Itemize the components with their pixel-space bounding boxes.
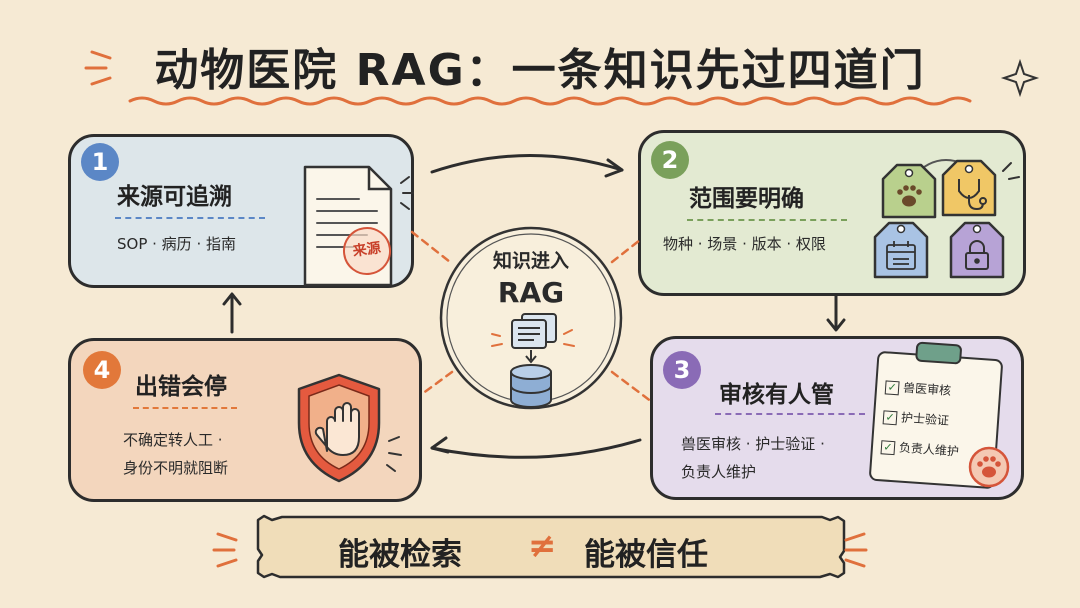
- checkbox-checked-icon: ✓: [882, 410, 898, 426]
- step-description-line1: 兽医审核 · 护士验证 ·: [681, 435, 825, 453]
- checkbox-checked-icon: ✓: [880, 440, 896, 456]
- step-number-badge: 3: [663, 351, 701, 389]
- stop-hand-icon: [314, 402, 360, 456]
- center-label-rag: RAG: [497, 276, 565, 309]
- checklist-item: ✓兽医审核: [884, 377, 952, 399]
- step-title: 范围要明确: [689, 186, 804, 212]
- title-underline: [715, 413, 865, 415]
- step-card-review: 3 审核有人管 兽医审核 · 护士验证 · 负责人维护 ✓兽医审核 ✓护士验证 …: [650, 336, 1024, 500]
- stethoscope-icon: [958, 179, 984, 211]
- step-description: SOP · 病历 · 指南: [117, 235, 236, 253]
- step-number-badge: 1: [81, 143, 119, 181]
- step-card-scope: 2 范围要明确 物种 · 场景 · 版本 · 权限: [638, 130, 1026, 296]
- arrow-3-to-4: [430, 438, 642, 459]
- banner-left-text: 能被检索: [338, 537, 462, 573]
- paw-icon: [897, 185, 922, 207]
- banner-right-text: 能被信任: [584, 537, 708, 573]
- step-number-badge: 4: [83, 351, 121, 389]
- step-card-source: 1 来源可追溯 SOP · 病历 · 指南 来源: [68, 134, 414, 288]
- tags-icon: [873, 159, 1020, 279]
- center-label: 知识进入: [492, 250, 569, 272]
- checklist-item: ✓负责人维护: [880, 437, 959, 459]
- step-description: 物种 · 场景 · 版本 · 权限: [663, 235, 826, 253]
- shield-hand-icon: [297, 373, 402, 483]
- arrow-1-to-2: [430, 154, 624, 174]
- step-title: 出错会停: [135, 374, 227, 400]
- step-title: 来源可追溯: [117, 184, 232, 210]
- stamp-label: 来源: [351, 240, 382, 260]
- documents-icon: [511, 313, 557, 349]
- lock-icon: [965, 240, 989, 270]
- page-title: 动物医院 RAG：一条知识先过四道门: [154, 45, 926, 96]
- title-underline: [687, 219, 847, 221]
- step-number-badge: 2: [651, 141, 689, 179]
- not-equal-icon: ≠: [528, 526, 557, 566]
- title-underline: [115, 217, 265, 219]
- checklist-item: ✓护士验证: [882, 407, 950, 429]
- paw-stamp-icon: [968, 446, 1010, 488]
- clipboard-clip: [915, 341, 963, 365]
- calendar-icon: [886, 241, 916, 270]
- database-icon: [510, 364, 552, 408]
- step-description-line2: 负责人维护: [681, 463, 757, 481]
- step-title: 审核有人管: [719, 382, 834, 408]
- title-underline: [133, 407, 237, 409]
- step-card-stop: 4 出错会停 不确定转人工 · 身份不明就阻断: [68, 338, 422, 502]
- step-description-line2: 身份不明就阻断: [123, 459, 229, 477]
- step-description-line1: 不确定转人工 ·: [123, 431, 223, 449]
- checkbox-checked-icon: ✓: [884, 380, 900, 396]
